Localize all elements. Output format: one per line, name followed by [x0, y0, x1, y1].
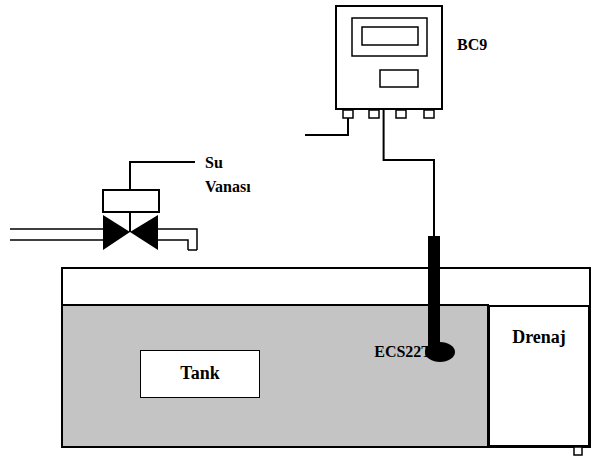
tank-label-box: Tank — [140, 350, 260, 398]
sensor-cable — [384, 110, 434, 236]
node-label: Drenaj — [490, 307, 588, 349]
valve-body — [103, 215, 130, 250]
conductivity-sensor: ECS22T — [424, 236, 456, 364]
valve-body — [130, 215, 158, 250]
tank-water — [62, 305, 488, 447]
valve-stem — [129, 212, 131, 232]
valve-wire — [305, 118, 348, 135]
drain-box: Drenaj — [488, 305, 590, 447]
node-label: ECS22T — [374, 342, 432, 361]
valve-actuator — [103, 190, 159, 212]
cable-gland — [396, 110, 406, 118]
cable-gland — [369, 110, 379, 118]
controller-box: BC9 — [335, 5, 443, 110]
water-pipe — [158, 229, 197, 250]
node-label: BC9 — [457, 35, 487, 54]
valve-wire — [130, 162, 195, 190]
cable-gland — [343, 110, 353, 118]
node-label: Tank — [141, 363, 259, 385]
drain-pipe — [574, 447, 582, 455]
keypad — [380, 70, 418, 87]
water-pipe — [10, 229, 103, 240]
tank-outline — [62, 268, 590, 447]
valve-label: Su Vanası — [205, 151, 267, 199]
cable-gland — [424, 110, 434, 118]
display-frame — [352, 18, 427, 56]
display-window — [362, 27, 418, 45]
